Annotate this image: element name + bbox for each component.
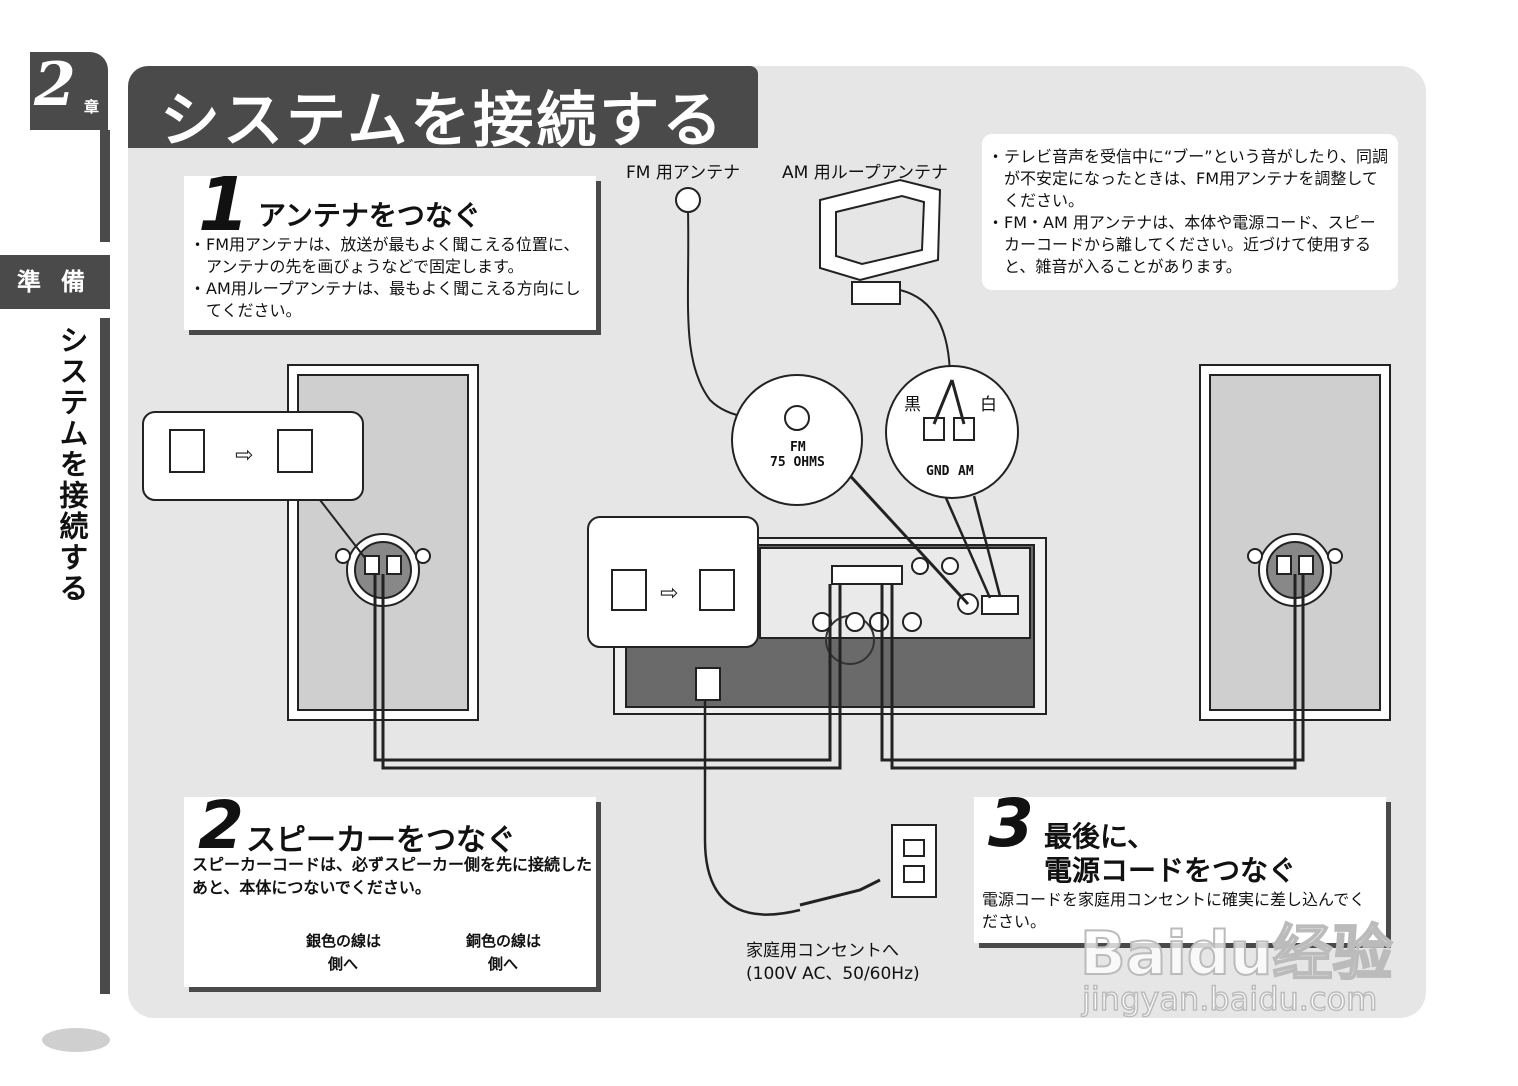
fm-terminal-label: FM	[790, 440, 806, 455]
step1-heading: アンテナをつなぐ	[258, 199, 481, 232]
note-bullets: テレビ音声を受信中に“ブー”という音がしたり、同調が不安定になったときは、FM用…	[992, 146, 1388, 278]
step2-number: 2	[198, 787, 244, 864]
svg-text:⇨: ⇨	[660, 581, 678, 606]
unit-terminal-callout	[587, 516, 759, 648]
page-title: システムを接続する	[160, 86, 726, 156]
am-terminal-label: AM	[958, 464, 974, 479]
speaker-cables	[373, 574, 1305, 770]
note-bullet: FM・AM 用アンテナは、本体や電源コード、スピーカーコードから離してください。…	[992, 212, 1388, 278]
outlet-caption-line1: 家庭用コンセントへ	[746, 941, 899, 961]
side-title: システムを接続する	[55, 325, 89, 604]
wall-outlet	[891, 824, 937, 898]
power-cord	[703, 700, 801, 916]
fm-antenna-label: FM 用アンテナ	[626, 163, 741, 183]
watermark-url: jingyan.baidu.com	[1081, 979, 1378, 1019]
step1-bullet: FM用アンテナは、放送が最もよく聞こえる位置に、アンテナの先を画びょうなどで固定…	[194, 234, 592, 278]
copper-wire-label: 銅色の線は	[466, 932, 542, 950]
note-box: テレビ音声を受信中に“ブー”という音がしたり、同調が不安定になったときは、FM用…	[982, 134, 1398, 290]
silver-wire-label: 銀色の線は	[306, 932, 382, 950]
title-bar: システムを接続する	[128, 66, 758, 156]
step3-heading-line2: 電源コードをつなぐ	[1044, 854, 1297, 887]
silver-wire-side: 側へ	[328, 955, 359, 973]
step2-box: 2 スピーカーをつなぐ スピーカーコードは、必ずスピーカー側を先に接続したあと、…	[184, 787, 596, 987]
step2-heading: スピーカーをつなぐ	[246, 823, 516, 858]
page-number-oval	[42, 1028, 110, 1052]
step3-box: 3 最後に、 電源コードをつなぐ 電源コードを家庭用コンセントに確実に差し込んで…	[974, 785, 1386, 943]
step3-heading-line1: 最後に、	[1044, 820, 1156, 853]
outlet-caption-line2: (100V AC、50/60Hz)	[746, 964, 920, 984]
step1-box: 1 アンテナをつなぐ FM用アンテナは、放送が最もよく聞こえる位置に、アンテナの…	[184, 162, 596, 330]
fm-zoom-circle	[731, 374, 863, 506]
section-tab: 準備	[0, 255, 110, 309]
chapter-divider-bottom	[100, 318, 110, 994]
chapter-badge: 2 章	[30, 50, 108, 130]
fm-ohms-label: 75 OHMS	[770, 455, 825, 470]
watermark-brand: Baidu经验	[1079, 918, 1393, 990]
step2-text: スピーカーコードは、必ずスピーカー側を先に接続したあと、本体につないでください。	[192, 855, 593, 897]
white-wire-label: 白	[980, 395, 997, 415]
fm-antenna-tip	[675, 187, 701, 213]
am-zoom-circle	[885, 365, 1019, 499]
am-antenna-label: AM 用ループアンテナ	[782, 163, 949, 183]
chapter-suffix: 章	[84, 98, 100, 116]
step3-number: 3	[988, 785, 1034, 862]
step1-bullet: AM用ループアンテナは、最もよく聞こえる方向にしてください。	[194, 278, 592, 322]
step1-bullets: FM用アンテナは、放送が最もよく聞こえる位置に、アンテナの先を画びょうなどで固定…	[194, 234, 592, 322]
am-loop-antenna	[819, 178, 951, 381]
chapter-number: 2	[34, 50, 76, 120]
step3-text: 電源コードを家庭用コンセントに確実に差し込んでください。	[982, 890, 1366, 931]
note-bullet: テレビ音声を受信中に“ブー”という音がしたり、同調が不安定になったときは、FM用…	[992, 146, 1388, 212]
gnd-label: GND	[926, 464, 950, 479]
copper-wire-side: 側へ	[488, 955, 519, 973]
svg-text:⇨: ⇨	[235, 443, 253, 468]
chapter-divider-top	[100, 130, 110, 242]
black-wire-label: 黒	[904, 395, 921, 415]
